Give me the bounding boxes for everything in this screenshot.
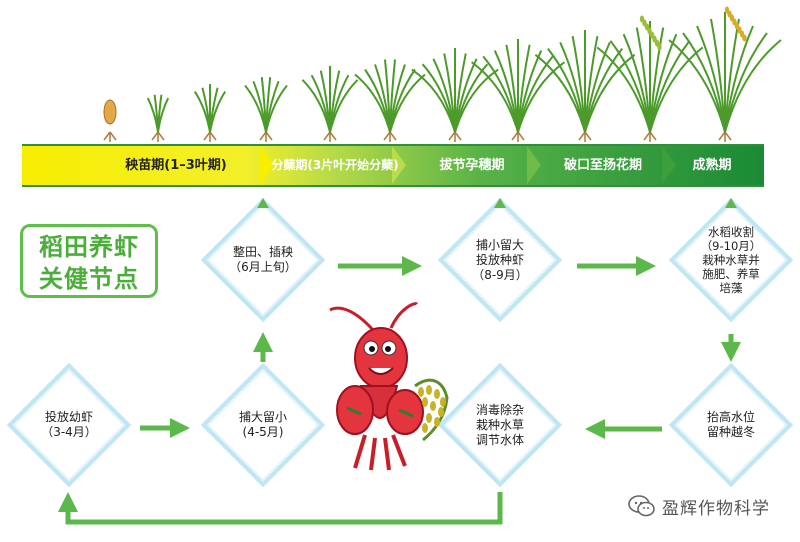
node-line: 栽种水草并 — [702, 253, 760, 267]
stage-divider — [392, 146, 406, 184]
key-nodes-title: 稻田养虾 关健节点 — [20, 224, 158, 298]
up-arrow-icon — [494, 198, 506, 208]
stage-seedling: 秧苗期(1–3叶期) — [125, 158, 227, 173]
node-line: 施肥、养草 — [702, 267, 760, 281]
node-line: 捕小留大 — [475, 237, 524, 252]
node-line: 整田、插秧 — [232, 245, 293, 259]
title-line-2: 关健节点 — [39, 265, 139, 293]
node-line: 抬高水位 — [706, 410, 755, 424]
node-prepare-transplant: 整田、插秧 （6月上旬） — [199, 196, 327, 324]
rice-plant-icon — [146, 94, 170, 142]
node-line: （8-9月） — [472, 267, 528, 282]
up-arrow-icon — [725, 198, 737, 208]
node-disinfect: 消毒除杂 栽种水草 调节水体 — [436, 361, 564, 489]
rice-plant-icon — [301, 66, 359, 142]
watermark: 盈辉作物科学 — [628, 492, 770, 520]
stage-divider — [662, 146, 676, 184]
stage-heading-flowering: 破口至扬花期 — [563, 158, 642, 173]
rice-plant-icon — [471, 39, 565, 142]
stage-divider — [527, 146, 541, 184]
rice-plant-icon — [668, 6, 782, 142]
watermark-text: 盈辉作物科学 — [662, 498, 770, 519]
node-harvest: 水稻收割 （9-10月） 栽种水草并 施肥、养草 培藻 — [667, 196, 795, 324]
rice-plant-icon — [103, 99, 117, 142]
stage-tillering: 分蘖期(3片叶开始分蘖) — [271, 158, 399, 172]
node-raise-water: 抬高水位 留种越冬 — [667, 361, 795, 489]
stage-maturity: 成熟期 — [692, 158, 732, 173]
loop-arrow-icon — [58, 492, 503, 525]
node-line: （3-4月） — [41, 425, 97, 439]
node-line: 捕大留小 — [238, 410, 287, 424]
rice-plants-illustration — [103, 6, 782, 142]
rice-plant-icon — [534, 30, 636, 142]
rice-plant-icon — [244, 76, 288, 142]
node-line: （6月上旬） — [229, 260, 297, 274]
wechat-icon — [628, 495, 655, 517]
crayfish-mascot-icon — [329, 302, 449, 471]
rice-plant-icon — [411, 48, 499, 142]
node-catch-large: 捕大留小 (4-5月) — [199, 361, 327, 489]
rice-plant-icon — [193, 84, 227, 142]
node-line: 投放种虾 — [475, 252, 524, 267]
stage-divider — [260, 146, 274, 184]
rice-plant-icon — [354, 59, 426, 142]
node-line: 投放幼虾 — [44, 410, 93, 424]
node-line: 留种越冬 — [706, 425, 755, 439]
node-line: 水稻收割 — [708, 225, 754, 239]
node-line: (4-5月) — [242, 425, 284, 439]
node-line: 培藻 — [719, 281, 743, 295]
node-release-juveniles: 投放幼虾 （3-4月） — [5, 361, 133, 489]
node-line: 栽种水草 — [475, 417, 524, 432]
rice-plant-icon — [596, 15, 704, 142]
stage-jointing-booting: 拔节孕穗期 — [439, 158, 505, 173]
node-line: （9-10月） — [700, 239, 762, 253]
node-stock-breeding: 捕小留大 投放种虾 （8-9月） — [436, 196, 564, 324]
growth-stage-band: 秧苗期(1–3叶期) 分蘖期(3片叶开始分蘖) 拔节孕穗期 破口至扬花期 成熟期 — [22, 144, 764, 187]
node-line: 调节水体 — [475, 432, 524, 447]
title-line-1: 稻田养虾 — [39, 233, 139, 261]
up-arrow-icon — [257, 198, 269, 208]
node-line: 消毒除杂 — [475, 402, 524, 417]
